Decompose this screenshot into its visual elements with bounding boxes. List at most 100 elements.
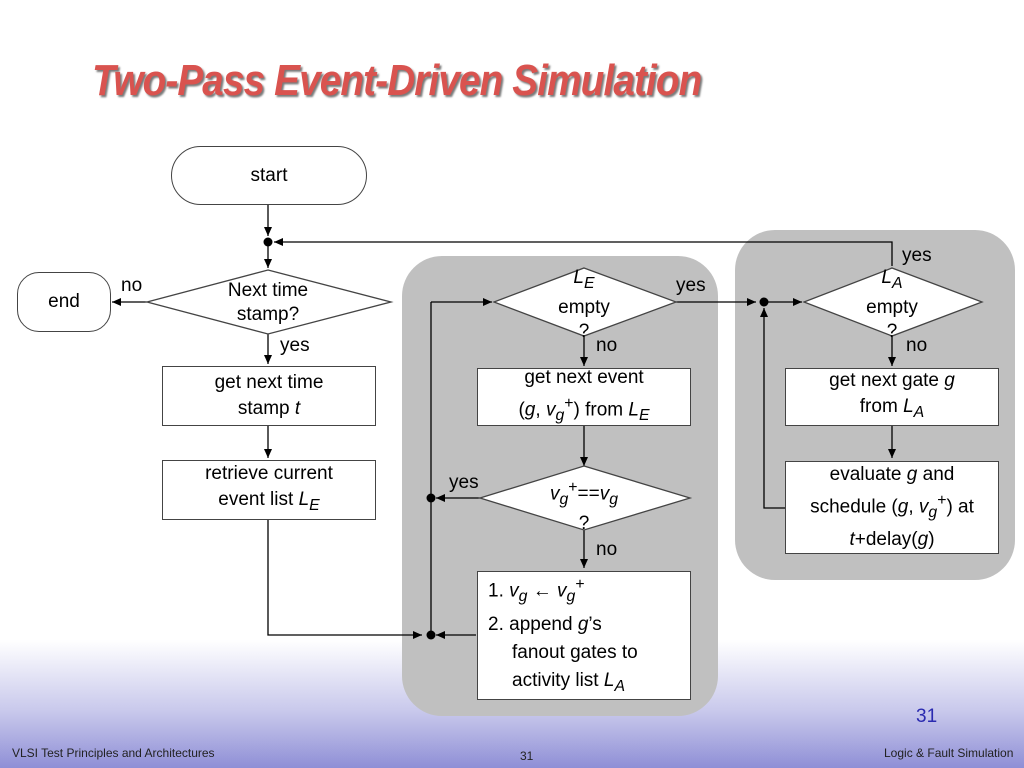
step-evaluate-l2-vsup: + — [937, 492, 947, 510]
decision-v-eq: == — [577, 483, 600, 505]
decision-le-var: L — [573, 267, 584, 288]
step-update-l2-num: 2. append — [488, 613, 578, 635]
decision-v-v2sub: g — [609, 491, 619, 509]
decision-time-text: Next time stamp? — [195, 279, 341, 327]
step-get-gate-g: g — [944, 370, 955, 392]
end-terminator: end — [17, 272, 111, 332]
step-evaluate-l3-g: g — [917, 528, 929, 550]
step-evaluate: evaluate g and schedule (g, vg+) at t+de… — [785, 461, 999, 554]
junction-right — [759, 297, 769, 307]
step-retrieve-line1: retrieve current — [205, 463, 333, 485]
step-get-event-L: L — [628, 399, 639, 421]
step-get-time: get next time stamp t — [162, 366, 376, 426]
footer-left: VLSI Test Principles and Architectures — [12, 746, 215, 760]
step-get-time-line1: get next time — [214, 372, 324, 393]
step-evaluate-l3-mid: +delay( — [854, 528, 918, 550]
step-update-l2-g: g — [577, 613, 589, 635]
step-evaluate-l2-g: g — [897, 496, 909, 518]
label-yes-le: yes — [676, 275, 706, 296]
label-no-la: no — [906, 335, 928, 356]
decision-la-line2: empty — [866, 296, 918, 318]
step-evaluate-l3-t: t — [849, 528, 855, 550]
step-get-event-vsup: + — [564, 394, 574, 412]
step-update-l2-rest: ’s — [588, 613, 602, 635]
junction-bottom — [426, 630, 436, 640]
end-label: end — [48, 291, 80, 312]
step-update-l1-num: 1. — [488, 579, 510, 601]
step-get-gate-line2: from — [859, 396, 904, 418]
decision-le-shape — [492, 267, 678, 337]
step-update-l4-sub: A — [614, 677, 625, 695]
step-evaluate-l2-prefix: schedule ( — [810, 496, 898, 518]
decision-v-v1sup: + — [568, 479, 578, 496]
label-yes-la: yes — [902, 245, 932, 266]
step-get-gate-line1: get next gate — [829, 370, 945, 392]
step-update-l1-v2sup: + — [575, 575, 585, 593]
decision-la-line3: ? — [886, 320, 898, 342]
step-evaluate-l2-v: v — [918, 496, 929, 518]
step-get-event-Lsub: E — [638, 407, 650, 425]
step-retrieve: retrieve current event list LE — [162, 460, 376, 520]
label-no-v: no — [596, 539, 618, 560]
label-yes-v: yes — [449, 472, 479, 493]
step-evaluate-l2-vsub: g — [928, 504, 938, 522]
line-retrieve-junction — [267, 520, 422, 639]
step-update-l1-arrow: ← — [527, 579, 557, 601]
decision-time-line1: Next time — [227, 280, 309, 301]
page-number: 31 — [916, 706, 938, 727]
step-retrieve-sub: E — [309, 496, 320, 514]
slide-title: Two-Pass Event-Driven Simulation — [92, 56, 702, 105]
step-update-l1-vsub: g — [518, 587, 528, 605]
step-evaluate-l2-comma: , — [908, 496, 919, 518]
step-evaluate-l1-prefix: evaluate — [829, 464, 907, 486]
decision-le-sub: E — [584, 274, 595, 292]
step-retrieve-line2: event list — [218, 489, 299, 511]
decision-v-shape — [477, 465, 693, 531]
start-label: start — [250, 164, 288, 186]
line-la-yes-loop — [274, 238, 893, 266]
step-update-l4-prefix: activity list — [512, 669, 604, 691]
step-get-event-open: ( — [518, 399, 525, 421]
decision-v-v1sub: g — [559, 491, 569, 509]
step-get-event-comma: , — [535, 399, 546, 421]
decision-time-shape — [144, 269, 394, 335]
step-update-l3: fanout gates to — [512, 641, 638, 663]
step-get-event-line1: get next event — [524, 366, 644, 388]
step-get-event-close: ) from — [573, 399, 629, 421]
step-update-l1-v2sub: g — [566, 587, 576, 605]
step-evaluate-l1-g: g — [906, 464, 918, 486]
decision-le-line3: ? — [578, 320, 590, 342]
step-get-time-line2: stamp — [237, 398, 295, 419]
footer-right: Logic & Fault Simulation — [884, 746, 1014, 760]
line-evaluate-loop — [760, 308, 785, 509]
decision-v-v1: v — [549, 483, 560, 505]
decision-la-shape — [802, 267, 984, 337]
decision-le-text: LE empty ? — [534, 266, 634, 344]
step-update-l4-L: L — [603, 669, 615, 691]
label-no-end: no — [121, 275, 143, 296]
step-evaluate-l3-end: ) — [928, 528, 935, 550]
step-get-event-vsub: g — [555, 407, 565, 425]
step-evaluate-l2-suffix: ) at — [946, 496, 974, 518]
label-yes-time: yes — [280, 335, 310, 356]
label-no-le: no — [596, 335, 618, 356]
step-get-gate-sub: A — [913, 403, 925, 421]
step-update: 1. vg ← vg+ 2. append g’s fanout gates t… — [477, 571, 691, 700]
decision-v-v2: v — [599, 483, 610, 505]
step-evaluate-l1-suffix: and — [917, 464, 955, 486]
decision-le-line2: empty — [558, 296, 610, 318]
junction-top — [263, 237, 273, 247]
step-get-event-g: g — [524, 399, 536, 421]
step-update-l1-v: v — [509, 579, 519, 601]
start-terminator: start — [171, 146, 367, 205]
decision-la-text: LA empty ? — [842, 266, 942, 344]
step-get-event-v: v — [545, 399, 556, 421]
step-get-time-var: t — [294, 398, 301, 419]
step-retrieve-var: L — [298, 489, 310, 511]
decision-la-var: L — [881, 267, 892, 288]
step-update-l1-v2: v — [557, 579, 567, 601]
junction-yes-v — [426, 493, 436, 503]
decision-v-line2: ? — [578, 513, 590, 535]
footer-center: 31 — [520, 749, 534, 763]
